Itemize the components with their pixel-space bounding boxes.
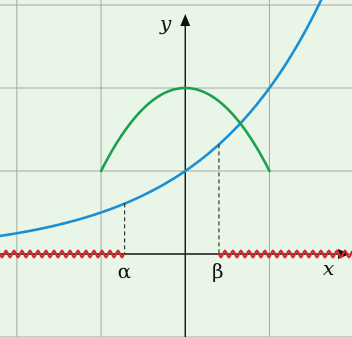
labels: y x α β xyxy=(118,11,335,283)
y-axis-arrow xyxy=(180,14,191,26)
series-line-2-x-2 xyxy=(99,86,271,173)
intersection-drops xyxy=(124,144,220,254)
solution-ray xyxy=(0,249,126,259)
x-axis-label: x xyxy=(323,256,334,280)
solution-rays xyxy=(0,249,352,259)
series-layer xyxy=(0,0,323,238)
solution-ray xyxy=(217,249,352,259)
alpha-label: α xyxy=(118,259,132,283)
beta-label: β xyxy=(212,259,224,283)
y-axis-label: y xyxy=(159,11,172,35)
series-line-2-x xyxy=(0,0,323,238)
